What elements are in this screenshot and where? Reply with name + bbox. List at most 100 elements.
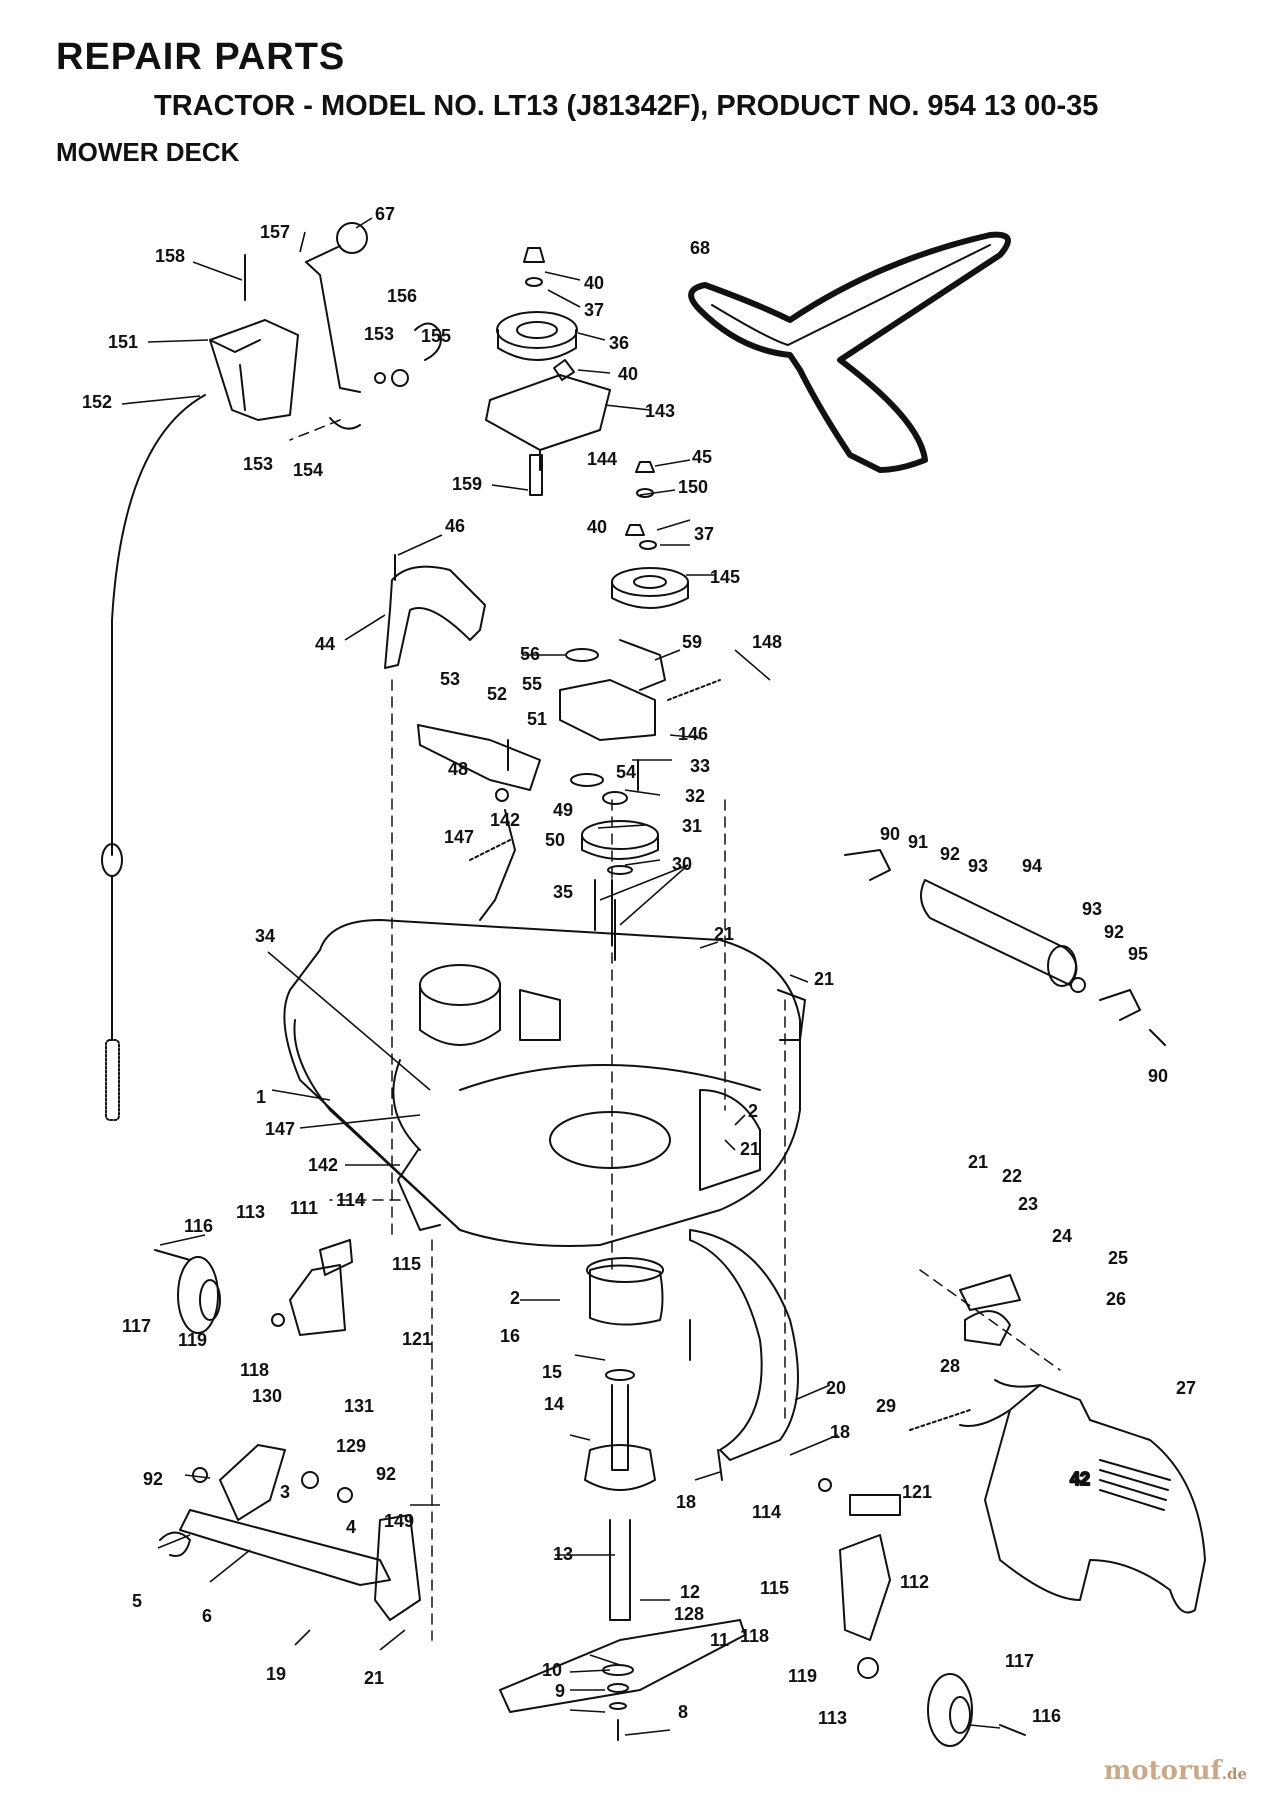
callout-142-lower: 142 [308, 1155, 338, 1175]
callout-68: 68 [690, 238, 710, 258]
callout-25: 25 [1108, 1248, 1128, 1268]
callout-92-c: 92 [143, 1469, 163, 1489]
callout-49: 49 [553, 800, 573, 820]
callout-54: 54 [616, 762, 636, 782]
callout-128: 128 [674, 1604, 704, 1624]
callout-155: 155 [421, 326, 451, 346]
callout-121-left: 121 [402, 1329, 432, 1349]
callout-48: 48 [448, 759, 468, 779]
callout-92-d: 92 [376, 1464, 396, 1484]
callout-147-lower: 147 [265, 1119, 295, 1139]
right-gauge-wheel-assembly [818, 1478, 1026, 1747]
callout-52: 52 [487, 684, 507, 704]
callout-26: 26 [1106, 1289, 1126, 1309]
callout-114-left: 114 [336, 1190, 365, 1210]
callout-36: 36 [609, 333, 629, 353]
callout-113-left: 113 [236, 1202, 265, 1222]
callout-92-a: 92 [940, 844, 960, 864]
assembly-guide-lines [289, 419, 1061, 1641]
callout-4: 4 [346, 1517, 356, 1537]
callout-94: 94 [1022, 856, 1042, 876]
callout-156: 156 [387, 286, 417, 306]
callout-leaders [121, 217, 1001, 1736]
callout-157: 157 [260, 222, 290, 242]
callout-151: 151 [108, 332, 138, 352]
control-cable [111, 394, 206, 856]
left-front-link [159, 1444, 421, 1621]
callout-90-top: 90 [880, 824, 900, 844]
callout-113-right: 113 [818, 1708, 847, 1728]
lift-lever-assembly [209, 222, 442, 430]
callout-13: 13 [553, 1544, 573, 1564]
callout-153-top: 153 [364, 324, 394, 344]
callout-59: 59 [682, 632, 702, 652]
callout-158: 158 [155, 246, 185, 266]
callout-19: 19 [266, 1664, 286, 1684]
drive-belt [688, 231, 1011, 473]
mower-deck [283, 919, 806, 1247]
callout-8: 8 [678, 1702, 688, 1722]
callout-130: 130 [252, 1386, 282, 1406]
callout-21-d: 21 [968, 1152, 988, 1172]
callout-16: 16 [500, 1326, 520, 1346]
callout-34: 34 [255, 926, 275, 946]
callout-91: 91 [908, 832, 928, 852]
callout-30: 30 [672, 854, 692, 874]
callout-114-right: 114 [752, 1502, 781, 1522]
cable-spring [105, 1039, 120, 1121]
callout-116-left: 116 [184, 1216, 213, 1236]
callout-1: 1 [256, 1087, 266, 1107]
callout-51: 51 [527, 709, 547, 729]
callout-10: 10 [542, 1660, 562, 1680]
anti-scalp-roller [844, 849, 1166, 1046]
callout-40-b: 40 [618, 364, 638, 384]
page-title: REPAIR PARTS [56, 36, 346, 78]
callout-27: 27 [1176, 1378, 1196, 1398]
callout-9: 9 [555, 1681, 565, 1701]
callout-22: 22 [1002, 1166, 1022, 1186]
model-subtitle: TRACTOR - MODEL NO. LT13 (J81342F), PROD… [154, 90, 1099, 122]
left-gauge-wheel-assembly [154, 1149, 441, 1336]
callout-15: 15 [542, 1362, 562, 1382]
callout-121-right: 121 [902, 1482, 932, 1502]
watermark: motoruf.de [1103, 1756, 1247, 1786]
callout-142-top: 142 [490, 810, 520, 830]
callout-6: 6 [202, 1606, 212, 1626]
callout-152: 152 [82, 392, 112, 412]
callout-18-b: 18 [676, 1492, 696, 1512]
callout-118-right: 118 [740, 1626, 769, 1646]
callout-14: 14 [544, 1394, 564, 1414]
callout-146: 146 [678, 724, 708, 744]
callout-131: 131 [344, 1396, 374, 1416]
callout-119-right: 119 [788, 1666, 817, 1686]
callout-21-e: 21 [364, 1668, 384, 1688]
callout-33: 33 [690, 756, 710, 776]
callout-93-b: 93 [1082, 899, 1102, 919]
section-title: MOWER DECK [56, 137, 240, 167]
callout-40-a: 40 [584, 273, 604, 293]
callout-117-left: 117 [122, 1316, 151, 1336]
callout-37-a: 37 [584, 300, 604, 320]
callout-118-left: 118 [240, 1360, 269, 1380]
callout-21-a: 21 [714, 924, 734, 944]
callout-53: 53 [440, 669, 460, 689]
callout-147-top: 147 [444, 827, 474, 847]
callout-153-lower: 153 [243, 454, 273, 474]
callout-40-c: 40 [587, 517, 607, 537]
callout-45: 45 [692, 447, 712, 467]
callout-159: 159 [452, 474, 482, 494]
deflector-decal: 42 [1070, 1469, 1090, 1489]
callout-21-b: 21 [814, 969, 834, 989]
callout-90-bottom: 90 [1148, 1066, 1168, 1086]
callout-24: 24 [1052, 1226, 1072, 1246]
callout-95: 95 [1128, 944, 1148, 964]
callout-115-right: 115 [760, 1578, 789, 1598]
callout-149: 149 [384, 1511, 414, 1531]
callout-31: 31 [682, 816, 702, 836]
callout-55: 55 [522, 674, 542, 694]
idler-pulley-stack-upper [485, 247, 611, 496]
callout-115-left: 115 [392, 1254, 421, 1274]
callout-12: 12 [680, 1582, 700, 1602]
blade-spindle-assembly [499, 1257, 746, 1741]
callout-67: 67 [375, 204, 395, 224]
